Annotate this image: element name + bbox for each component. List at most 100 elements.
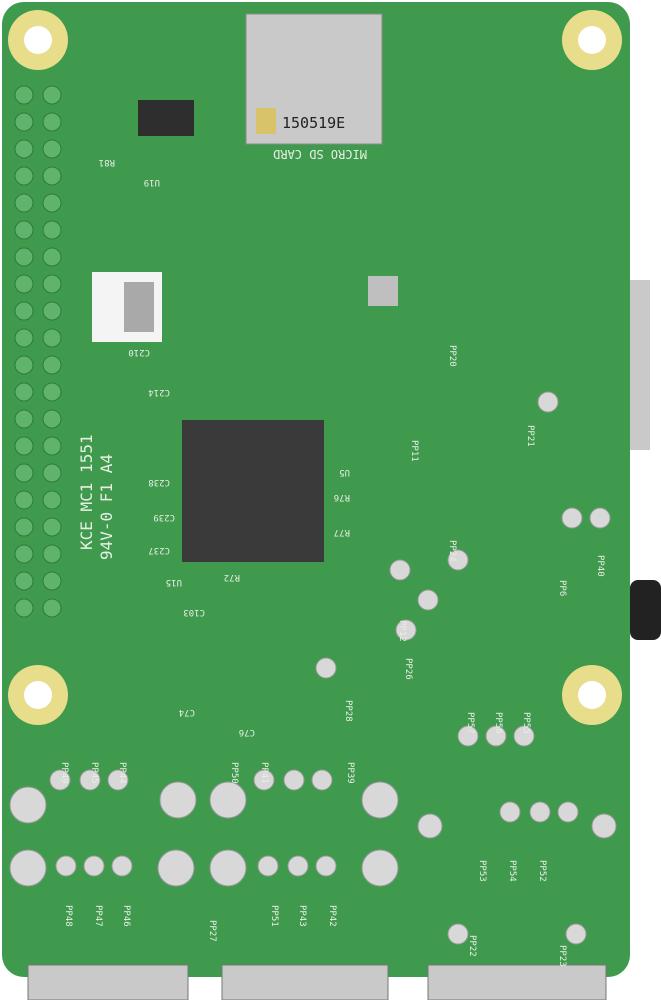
test-pad (589, 507, 611, 529)
gpio-pad (42, 112, 62, 132)
gpio-pad (14, 274, 34, 294)
test-point-label: PP47 (93, 905, 103, 927)
audio-jack (630, 580, 661, 640)
test-pad (79, 769, 101, 791)
test-pad (9, 849, 47, 887)
test-point-label: PP27 (207, 920, 217, 942)
component-label: C214 (148, 387, 170, 397)
gpio-pad (42, 355, 62, 375)
test-point-label: PP22 (467, 935, 477, 957)
manufacturer-mark: KCE MC1 1551 (77, 434, 96, 550)
gpio-pad (42, 436, 62, 456)
test-pad (417, 589, 439, 611)
gpio-pad (42, 328, 62, 348)
test-point-label: PP43 (297, 905, 307, 927)
test-point-label: PP45 (89, 762, 99, 784)
test-point-label: PP51 (269, 905, 279, 927)
test-point-label: PP12 (397, 620, 407, 642)
component-label: C237 (148, 545, 170, 555)
test-point-label: PP39 (345, 762, 355, 784)
hdmi-connector (630, 280, 650, 450)
test-pad (457, 725, 479, 747)
component-label: C103 (183, 607, 205, 617)
test-pad (315, 855, 337, 877)
gpio-pad (42, 166, 62, 186)
test-point-label: PP46 (121, 905, 131, 927)
test-pad (395, 619, 417, 641)
test-pad (283, 769, 305, 791)
component-label: U5 (339, 467, 350, 477)
test-point-label: PP52 (537, 860, 547, 882)
gpio-pad (14, 382, 34, 402)
test-point-label: PP40 (595, 555, 605, 577)
test-point-label: PP6 (557, 580, 567, 596)
gpio-pad (14, 193, 34, 213)
usb-connector-1 (27, 964, 189, 1000)
gpio-pad (42, 274, 62, 294)
test-point-label: PP20 (447, 345, 457, 367)
ic-chip (138, 100, 194, 136)
test-pad (561, 507, 583, 529)
test-pad (49, 769, 71, 791)
gpio-pad (42, 301, 62, 321)
test-pad (159, 781, 197, 819)
gpio-pad (14, 544, 34, 564)
test-pad (557, 801, 579, 823)
soc-chip (182, 420, 324, 562)
gpio-pad (42, 544, 62, 564)
gpio-pad (42, 517, 62, 537)
component-label: C74 (179, 707, 195, 717)
gpio-pad (42, 409, 62, 429)
test-pad (83, 855, 105, 877)
test-pad (55, 855, 77, 877)
test-point-label: PP42 (327, 905, 337, 927)
component-label: R76 (334, 492, 350, 502)
gpio-pad (42, 382, 62, 402)
test-pad (529, 801, 551, 823)
test-pad (537, 391, 559, 413)
test-pad (361, 781, 399, 819)
test-point-label: PP44 (117, 762, 127, 784)
gpio-pad (42, 247, 62, 267)
test-pad (485, 725, 507, 747)
component-label: C239 (153, 512, 175, 522)
gpio-pad (14, 220, 34, 240)
gpio-pad (14, 571, 34, 591)
gpio-pad (14, 301, 34, 321)
test-pad (315, 657, 337, 679)
test-pad (311, 769, 333, 791)
test-point-label: PP49 (59, 762, 69, 784)
micro-sd-slot[interactable]: 150519E (245, 13, 383, 145)
test-point-label: PP41 (259, 762, 269, 784)
sd-slot-label: MICRO SD CARD (273, 147, 367, 161)
test-pad (9, 786, 47, 824)
test-point-label: PP56 (493, 712, 503, 734)
component-label: R77 (334, 527, 350, 537)
test-pad (287, 855, 309, 877)
test-pad (417, 813, 443, 839)
gpio-header-pads (14, 85, 62, 618)
component-label: C76 (239, 727, 255, 737)
component-label: R72 (224, 572, 240, 582)
test-pad (157, 849, 195, 887)
test-pad (565, 923, 587, 945)
test-point-label: PP54 (507, 860, 517, 882)
test-point-label: PP57 (465, 712, 475, 734)
test-pad (447, 923, 469, 945)
ethernet-connector (427, 964, 607, 1000)
usb-connector-2 (221, 964, 389, 1000)
gpio-pad (42, 85, 62, 105)
test-point-label: PP53 (477, 860, 487, 882)
gpio-pad (42, 463, 62, 483)
gpio-pad (42, 571, 62, 591)
test-pad (447, 549, 469, 571)
component-label: C210 (128, 347, 150, 357)
test-point-label: PP48 (63, 905, 73, 927)
gpio-pad (14, 85, 34, 105)
component-label: U19 (144, 177, 160, 187)
component-label: C238 (148, 477, 170, 487)
test-pad (253, 769, 275, 791)
gpio-pad (14, 517, 34, 537)
gpio-pad (14, 355, 34, 375)
gpio-pad (14, 139, 34, 159)
